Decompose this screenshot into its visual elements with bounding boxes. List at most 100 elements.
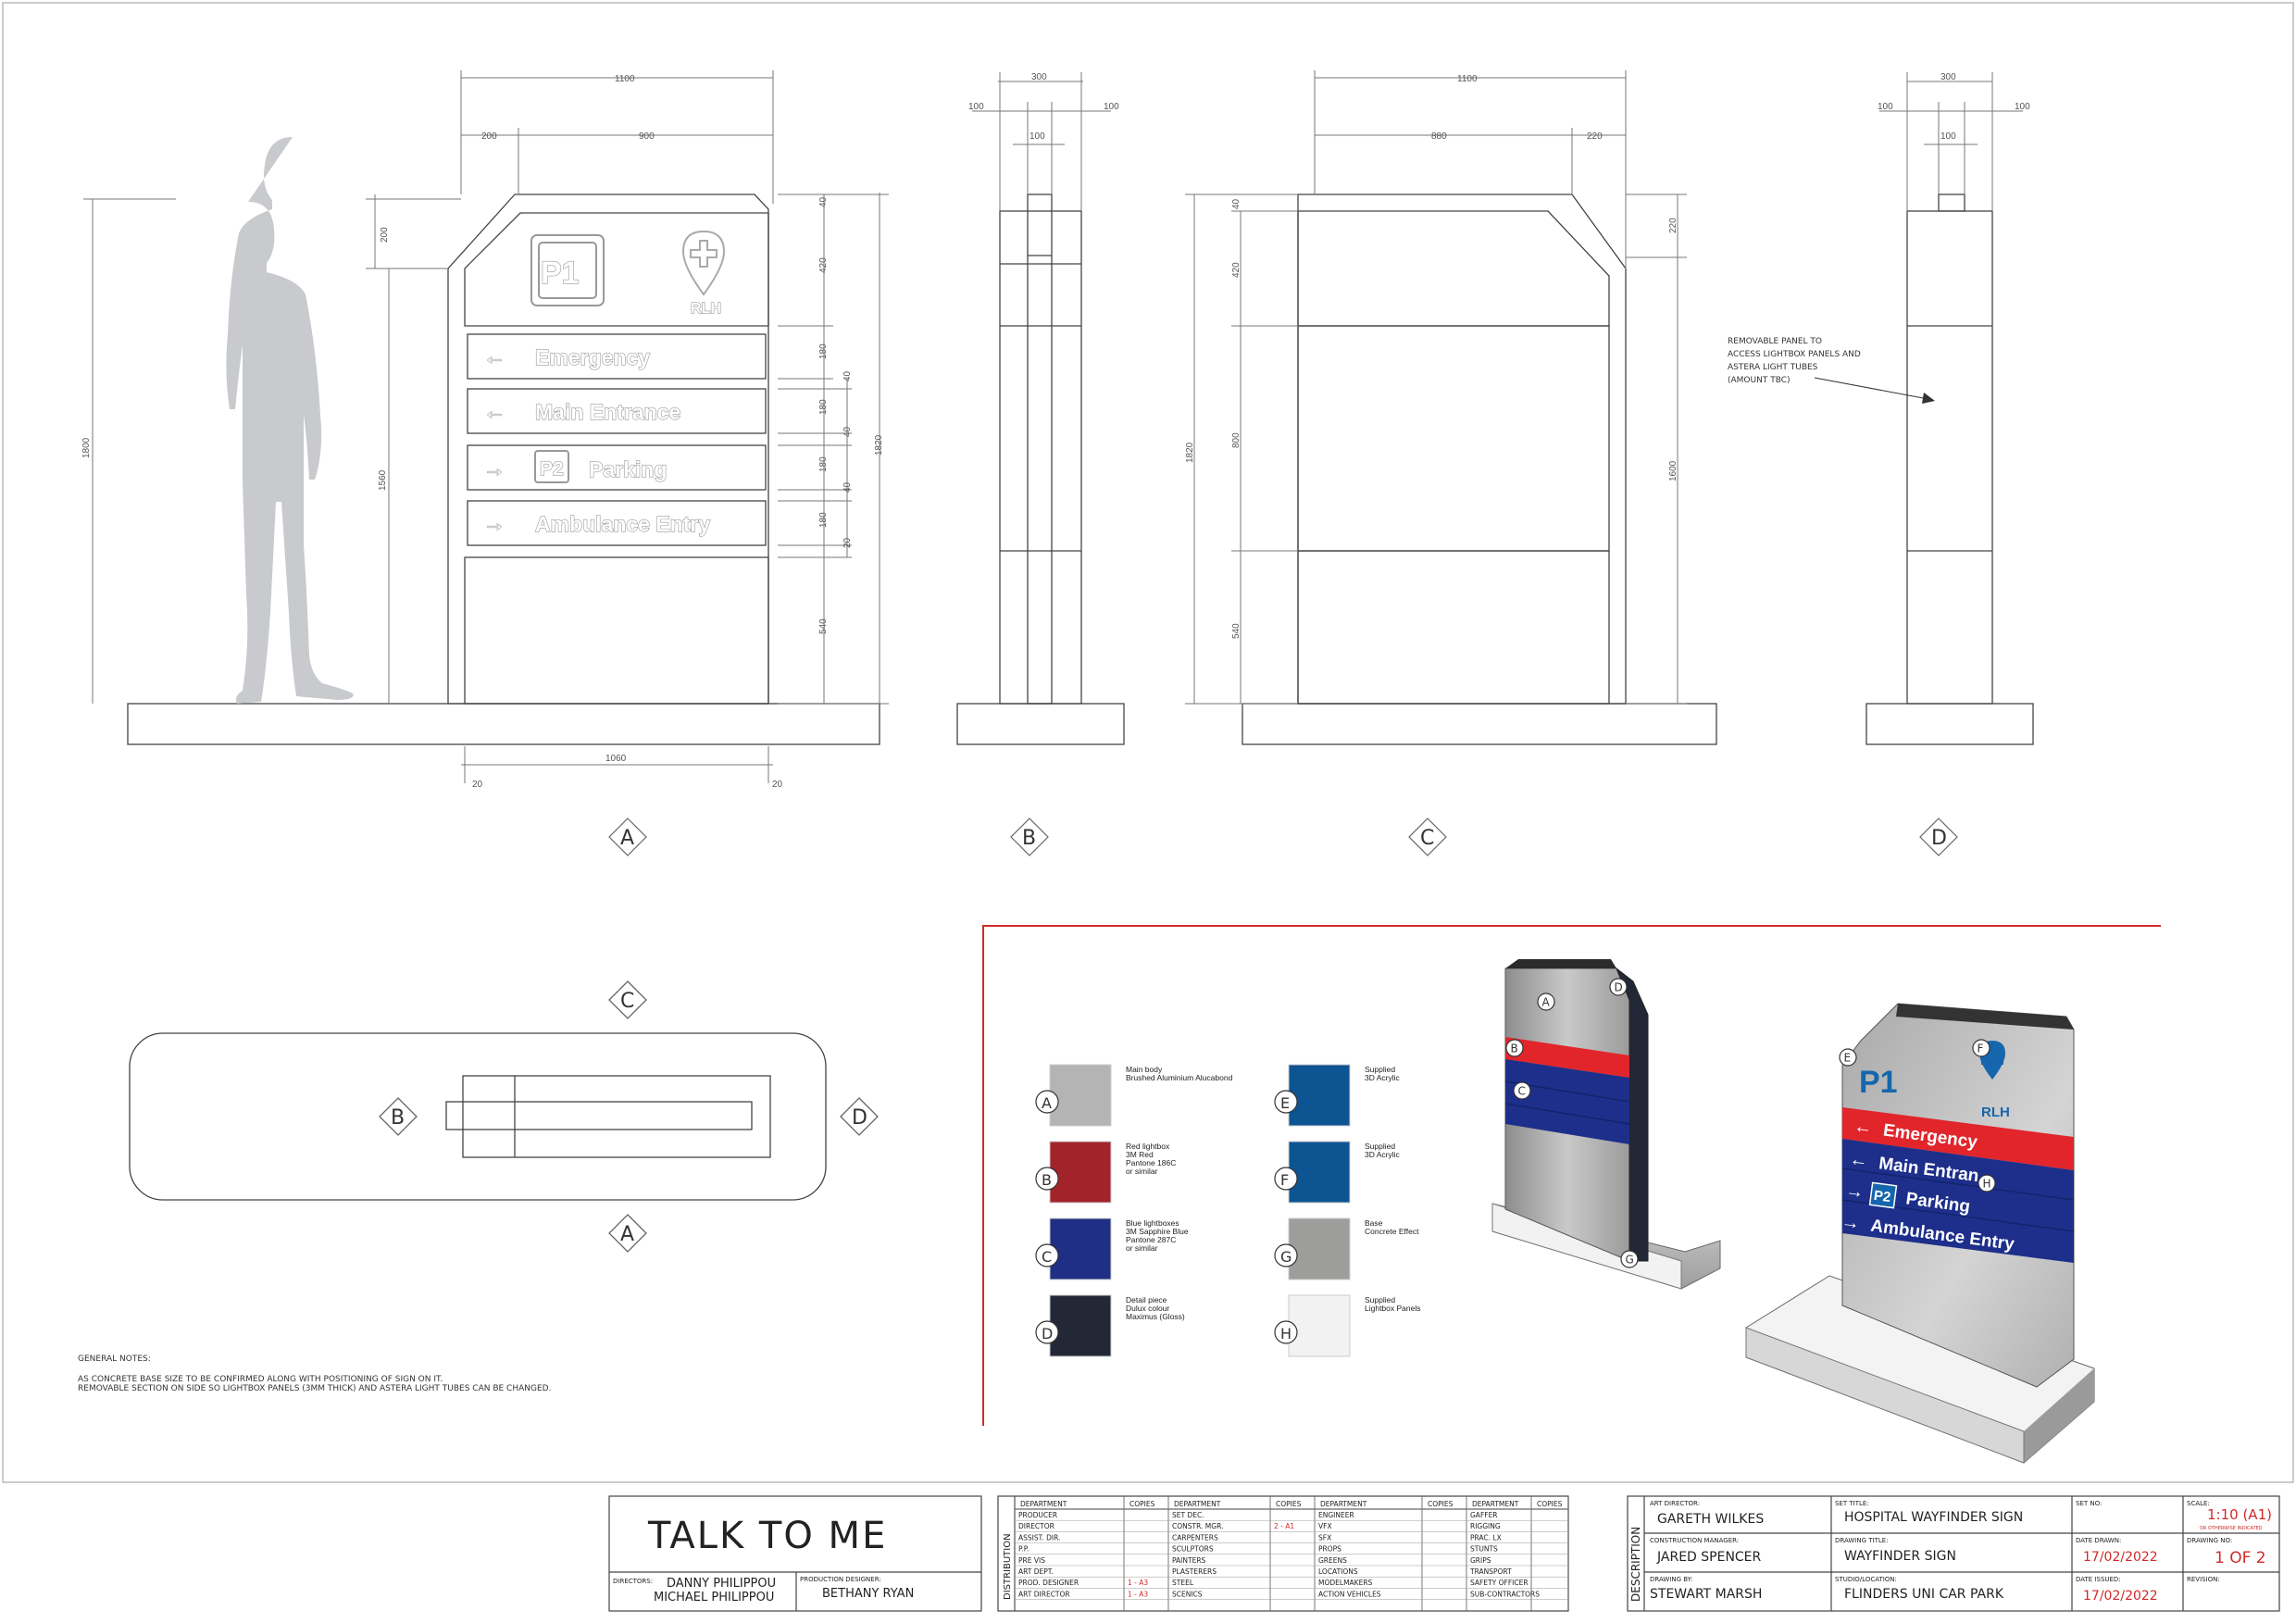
dim-a-180d: 180 <box>818 512 829 528</box>
material-desc: Blue lightboxes <box>1126 1218 1179 1228</box>
dim-c-220: 220 <box>1587 131 1603 142</box>
dist-dept: PROPS <box>1318 1545 1341 1554</box>
dist-dept: PRODUCER <box>1018 1511 1057 1519</box>
callout-e: E <box>1844 1052 1852 1065</box>
dist-dept: SFX <box>1318 1533 1331 1542</box>
general-notes: GENERAL NOTES: AS CONCRETE BASE SIZE TO … <box>78 1355 551 1393</box>
dist-header: DEPARTMENT <box>1174 1500 1221 1508</box>
material-desc: 3D Acrylic <box>1365 1073 1401 1082</box>
callout-a: A <box>1542 996 1551 1009</box>
material-desc: Lightbox Panels <box>1365 1304 1421 1313</box>
material-desc: Red lightbox <box>1126 1142 1170 1151</box>
material-desc: 3M Red <box>1126 1150 1154 1159</box>
callout-circle <box>1839 1048 1857 1067</box>
sign-face-text-a: P1 RLH ← Emergency ← Main Entrance → P2 … <box>482 255 721 536</box>
dim-a-420: 420 <box>818 257 829 273</box>
row-arrow-1: ← <box>483 344 505 369</box>
dim-b-300: 300 <box>1031 72 1047 82</box>
svg-text:ART DIRECTOR:: ART DIRECTOR: <box>1650 1500 1700 1507</box>
dist-dept: ASSIST. DIR. <box>1018 1533 1060 1542</box>
svg-text:STUDIO/LOCATION:: STUDIO/LOCATION: <box>1835 1576 1897 1583</box>
rlh-logo-label: RLH <box>691 301 721 317</box>
dim-a-180c: 180 <box>818 456 829 472</box>
callout-f: F <box>1978 1042 1984 1055</box>
director-2: MICHAEL PHILIPPOU <box>654 1591 774 1604</box>
dist-dept: PAINTERS <box>1172 1556 1206 1565</box>
removable-panel-note: REMOVABLE PANEL TO ACCESS LIGHTBOX PANEL… <box>1728 337 1861 385</box>
materials-panel <box>982 925 2161 1426</box>
dist-dept: ART DIRECTOR <box>1018 1590 1070 1598</box>
dist-dept: PROD. DESIGNER <box>1018 1579 1079 1587</box>
dist-dept: MODELMAKERS <box>1318 1579 1373 1587</box>
sign-row-a-1 <box>467 333 767 380</box>
dist-header: COPIES <box>1276 1500 1302 1508</box>
svg-text:DRAWING TITLE:: DRAWING TITLE: <box>1835 1537 1889 1544</box>
construction-manager: JARED SPENCER <box>1656 1550 1762 1565</box>
dist-dept: RIGGING <box>1470 1522 1501 1530</box>
svg-text:CONSTRUCTION MANAGER:: CONSTRUCTION MANAGER: <box>1650 1537 1739 1544</box>
material-desc: Maximus (Gloss) <box>1126 1312 1185 1321</box>
dist-copies: 1 - A3 <box>1128 1590 1148 1598</box>
human-scale-figure <box>226 137 354 704</box>
marker-d: D <box>1931 827 1947 850</box>
marker-c: C <box>1420 827 1434 850</box>
p2-badge-outline <box>534 450 569 483</box>
material-key-a: A <box>1042 1094 1052 1112</box>
dist-dept: VFX <box>1318 1522 1332 1530</box>
dist-dept: GREENS <box>1318 1556 1347 1565</box>
dist-dept: PRE VIS <box>1018 1556 1045 1565</box>
dim-c-800: 800 <box>1231 432 1242 448</box>
render-side-view <box>1491 959 1721 1290</box>
dist-dept: GRIPS <box>1470 1556 1491 1565</box>
dim-b-100r: 100 <box>1104 102 1119 112</box>
svg-text:SET NO:: SET NO: <box>2076 1500 2102 1507</box>
dist-dept: ACTION VEHICLES <box>1318 1590 1381 1598</box>
sign-row-a-3 <box>467 444 767 491</box>
material-key-f: F <box>1280 1171 1289 1189</box>
material-desc: Detail piece <box>1126 1295 1167 1305</box>
material-desc: Brushed Aluminium Alucabond <box>1126 1073 1233 1082</box>
dist-dept: SCULPTORS <box>1172 1545 1214 1554</box>
dist-copies: 1 - A3 <box>1128 1579 1148 1587</box>
svg-text:SET TITLE:: SET TITLE: <box>1835 1500 1869 1507</box>
dist-dept: STEEL <box>1172 1579 1194 1587</box>
elevation-markers <box>608 818 1958 856</box>
row-arrow-4: → <box>483 511 505 536</box>
dim-a-40b: 40 <box>842 426 853 437</box>
render-front-view <box>1745 1003 2095 1464</box>
dim-c-220v: 220 <box>1668 218 1678 233</box>
marker-a: A <box>620 827 634 850</box>
callout-circle <box>1972 1039 1990 1057</box>
dims-d: 300 100 100 100 <box>1878 72 2030 142</box>
row-label-ambulance: Ambulance Entry <box>535 512 710 536</box>
material-key-d: D <box>1042 1325 1053 1342</box>
dim-a-40c: 40 <box>842 481 853 493</box>
material-desc: Supplied <box>1365 1142 1395 1151</box>
material-key-c: C <box>1042 1248 1052 1266</box>
dim-a-20r: 20 <box>772 780 783 790</box>
row-arrow-2: ← <box>483 399 505 424</box>
callout-circle <box>1537 993 1555 1011</box>
sign-lower-panel-a <box>464 556 769 705</box>
plan-marker-a: A <box>620 1223 634 1246</box>
material-desc: 3D Acrylic <box>1365 1150 1401 1159</box>
sign-row-a-4 <box>467 500 767 546</box>
dim-a-180a: 180 <box>818 343 829 359</box>
p1-badge-outline <box>530 234 605 306</box>
dim-a-40a: 40 <box>842 370 853 381</box>
title-block-text: TALK TO ME DIRECTORS: DANNY PHILIPPOU MI… <box>613 1500 2272 1604</box>
callout-circle <box>1609 978 1628 996</box>
dim-c-40: 40 <box>1231 198 1242 209</box>
render-arrow-4: → <box>1840 1211 1861 1233</box>
svg-text:REMOVABLE SECTION ON SIDE SO L: REMOVABLE SECTION ON SIDE SO LIGHTBOX PA… <box>78 1384 551 1393</box>
material-desc: Base <box>1365 1218 1383 1228</box>
dist-dept: DIRECTOR <box>1018 1522 1054 1530</box>
elevation-a <box>83 70 889 783</box>
plan-marker-b: B <box>391 1106 405 1130</box>
svg-text:PRODUCTION DESIGNER:: PRODUCTION DESIGNER: <box>800 1576 881 1583</box>
distribution-label: DISTRIBUTION <box>1003 1533 1013 1600</box>
